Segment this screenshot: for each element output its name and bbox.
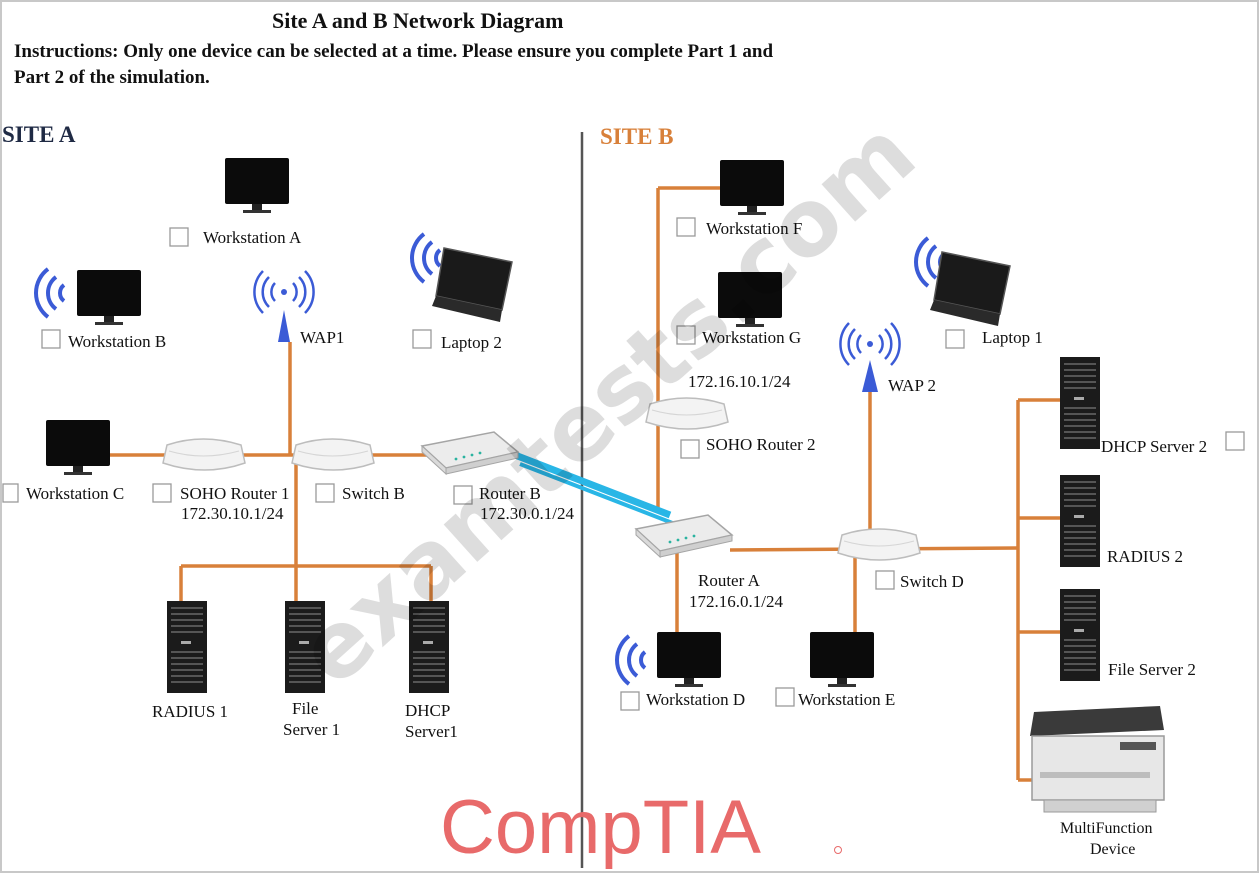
switch-b-icon: [291, 438, 375, 471]
site-b-heading: SITE B: [600, 124, 674, 149]
workstation-e-monitor-icon: [810, 632, 874, 687]
radius-2-label: RADIUS 2: [1107, 547, 1183, 566]
watermark: examtests.com: [278, 99, 935, 706]
multifunction-device-label-line2: Device: [1090, 841, 1135, 858]
laptop-1-checkbox[interactable]: [945, 329, 965, 349]
workstation-a-checkbox[interactable]: [169, 227, 189, 247]
router-b-checkbox[interactable]: [453, 485, 473, 505]
dhcp-server-2-label: DHCP Server 2: [1101, 437, 1207, 456]
site-b-wires: [656, 186, 1060, 782]
laptop-1-label: Laptop 1: [982, 328, 1043, 347]
workstation-a-label: Workstation A: [203, 228, 302, 247]
radius-2-server-icon: [1060, 475, 1100, 567]
switch-d-icon: [837, 528, 921, 561]
workstation-d-wifi-icon: [615, 634, 647, 686]
workstation-c-monitor-icon: [46, 420, 110, 475]
laptop-2-wifi-icon: [410, 232, 442, 284]
wap1-label: WAP1: [300, 328, 344, 347]
site-a-heading: SITE A: [2, 122, 76, 147]
workstation-c-label: Workstation C: [26, 484, 124, 503]
workstation-f-checkbox[interactable]: [676, 217, 696, 237]
file-server-1-label-line2: Server 1: [283, 720, 340, 739]
workstation-d-monitor-icon: [657, 632, 721, 687]
router-b-ip: 172.30.0.1/24: [480, 504, 574, 523]
radius-1-label: RADIUS 1: [152, 702, 228, 721]
wap2-antenna-icon: [839, 321, 901, 392]
laptop-2-checkbox[interactable]: [412, 329, 432, 349]
wan-link: [513, 451, 676, 526]
workstation-b-checkbox[interactable]: [41, 329, 61, 349]
laptop-2-icon: [431, 247, 513, 323]
dhcp-server-1-label-line2: Server1: [405, 722, 458, 741]
file-server-2-label: File Server 2: [1108, 660, 1196, 679]
workstation-g-checkbox[interactable]: [676, 325, 696, 345]
workstation-e-label: Workstation E: [798, 690, 895, 709]
workstation-b-wifi-icon: [33, 267, 66, 319]
soho-router-2-ip: 172.16.10.1/24: [688, 372, 791, 391]
laptop-2-label: Laptop 2: [441, 333, 502, 352]
instructions-line-1: Instructions: Only one device can be sel…: [14, 41, 773, 62]
dhcp-server-1-label-line1: DHCP: [405, 701, 450, 720]
laptop-1-icon: [929, 251, 1011, 327]
multifunction-printer-icon: [1030, 706, 1165, 813]
workstation-f-label: Workstation F: [706, 219, 802, 238]
registered-mark-icon: [834, 846, 842, 854]
dhcp-server-2-checkbox[interactable]: [1225, 431, 1245, 451]
workstation-d-label: Workstation D: [646, 690, 745, 709]
switch-d-label: Switch D: [900, 572, 964, 591]
workstation-g-label: Workstation G: [702, 328, 801, 347]
switch-b-checkbox[interactable]: [315, 483, 335, 503]
comptia-logo: CompTIA: [440, 785, 761, 870]
soho-router-2-label: SOHO Router 2: [706, 435, 816, 454]
wap1-antenna-icon: [253, 269, 315, 342]
workstation-b-label: Workstation B: [68, 332, 166, 351]
dhcp-server-2-icon: [1060, 357, 1100, 449]
workstation-c-checkbox[interactable]: [2, 483, 19, 503]
workstation-e-checkbox[interactable]: [775, 687, 795, 707]
instructions-line-2: Part 2 of the simulation.: [14, 67, 210, 88]
workstation-b-monitor-icon: [77, 270, 141, 325]
workstation-d-checkbox[interactable]: [620, 691, 640, 711]
router-b-label: Router B: [479, 484, 541, 503]
file-server-1-label-line1: File: [292, 699, 318, 718]
workstation-a-monitor-icon: [225, 158, 289, 213]
soho-router-2-checkbox[interactable]: [680, 439, 700, 459]
soho-router-1-checkbox[interactable]: [152, 483, 172, 503]
soho-router-1-icon: [162, 438, 246, 471]
switch-b-label: Switch B: [342, 484, 405, 503]
soho-router-1-ip: 172.30.10.1/24: [181, 504, 284, 523]
router-a-label: Router A: [698, 571, 761, 590]
wap2-label: WAP 2: [888, 376, 936, 395]
radius-1-server-icon: [167, 601, 207, 693]
soho-router-1-label: SOHO Router 1: [180, 484, 290, 503]
router-a-icon: [635, 514, 733, 558]
switch-d-checkbox[interactable]: [875, 570, 895, 590]
file-server-2-icon: [1060, 589, 1100, 681]
router-a-ip: 172.16.0.1/24: [689, 592, 783, 611]
page-title: Site A and B Network Diagram: [272, 8, 564, 33]
multifunction-device-label-line1: MultiFunction: [1060, 820, 1152, 837]
